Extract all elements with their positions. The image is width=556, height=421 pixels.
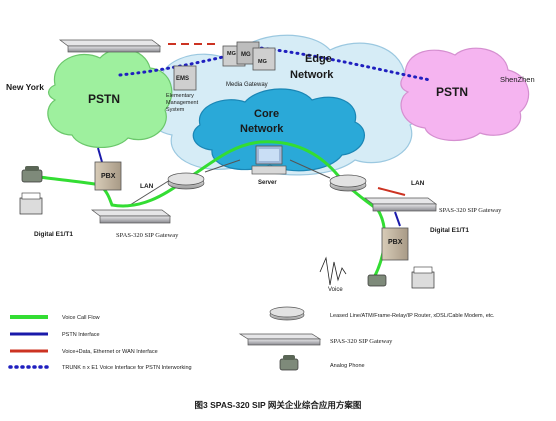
lan-left-label: LAN bbox=[140, 183, 154, 190]
ems-desc-2: Management bbox=[166, 100, 199, 106]
mg-label-3: MG bbox=[258, 59, 267, 65]
gateway-right-label: SPAS-320 SIP Gateway bbox=[439, 207, 502, 214]
legend-gateway: SPAS-320 SIP Gateway bbox=[330, 338, 393, 345]
pstn-left-label: PSTN bbox=[88, 92, 120, 106]
legend-voice-data: Voice+Data, Ethernet or WAN Interface bbox=[62, 349, 158, 355]
voice-waveform-icon bbox=[319, 256, 347, 286]
legend-trunk: TRUNK n x E1 Voice Interface for PSTN In… bbox=[62, 365, 192, 371]
fax-right-icon bbox=[411, 266, 435, 289]
pstn-interface-right bbox=[394, 211, 401, 227]
legend-voice-call-flow: Voice Call Flow bbox=[62, 315, 100, 321]
mg-label-2: MG bbox=[241, 52, 251, 58]
edge-network-label-2: Network bbox=[290, 69, 334, 81]
server-label: Server bbox=[258, 180, 277, 186]
legend-pstn-interface: PSTN Interface bbox=[62, 332, 100, 338]
pbx-right-device bbox=[381, 227, 409, 261]
media-gateway-device bbox=[222, 41, 276, 71]
legend-analog-phone-icon bbox=[279, 355, 299, 371]
gateway-right-device bbox=[363, 197, 438, 212]
edge-network-label-1: Edge bbox=[305, 53, 332, 65]
gateway-left-label: SPAS-320 SIP Gateway bbox=[116, 232, 179, 239]
pbx-right-label: PBX bbox=[388, 239, 403, 246]
router-left bbox=[167, 172, 205, 190]
mg-label-1: MG bbox=[227, 51, 236, 57]
core-network-label-2: Network bbox=[240, 123, 284, 135]
digital-right-label: Digital E1/T1 bbox=[430, 227, 469, 234]
legend-gateway-icon bbox=[238, 333, 322, 346]
pstn-cloud-right bbox=[400, 47, 530, 142]
voice-label: Voice bbox=[328, 287, 343, 293]
lan-right-label: LAN bbox=[411, 180, 425, 187]
fax-left-icon bbox=[19, 192, 43, 215]
pbx-left-label: PBX bbox=[101, 173, 116, 180]
ems-label: EMS bbox=[176, 76, 189, 82]
ems-desc-3: System bbox=[166, 107, 185, 113]
server-computer bbox=[251, 145, 287, 175]
phone-left-icon bbox=[21, 166, 43, 183]
legend: Voice Call Flow PSTN Interface Voice+Dat… bbox=[8, 306, 495, 371]
legend-router-icon bbox=[269, 306, 305, 321]
gateway-left-device bbox=[90, 209, 172, 224]
legend-leased-line: Leased Line/ATM/Frame-Relay/IP Router, x… bbox=[330, 313, 495, 319]
figure-caption: 图3 SPAS-320 SIP 网关企业综合应用方案图 bbox=[195, 400, 362, 410]
pstn-right-label: PSTN bbox=[436, 85, 468, 99]
media-gateway-label: Media Gateway bbox=[226, 82, 268, 88]
router-right bbox=[329, 174, 367, 192]
phone-right-icon bbox=[367, 274, 387, 287]
voice-data-link-right bbox=[377, 187, 406, 196]
gateway-device-top bbox=[58, 39, 162, 53]
pbx-left-device bbox=[94, 161, 122, 191]
pstn-cloud-left bbox=[47, 48, 173, 149]
digital-left-label: Digital E1/T1 bbox=[34, 231, 73, 238]
location-shenzhen: ShenZhen bbox=[500, 75, 535, 84]
core-network-label-1: Core bbox=[254, 108, 279, 120]
location-new-york: New York bbox=[6, 82, 44, 92]
legend-analog-phone: Analog Phone bbox=[330, 363, 365, 369]
ems-desc-1: Elementary bbox=[166, 93, 194, 99]
ems-device bbox=[173, 65, 197, 91]
pstn-interface-left bbox=[97, 147, 103, 163]
